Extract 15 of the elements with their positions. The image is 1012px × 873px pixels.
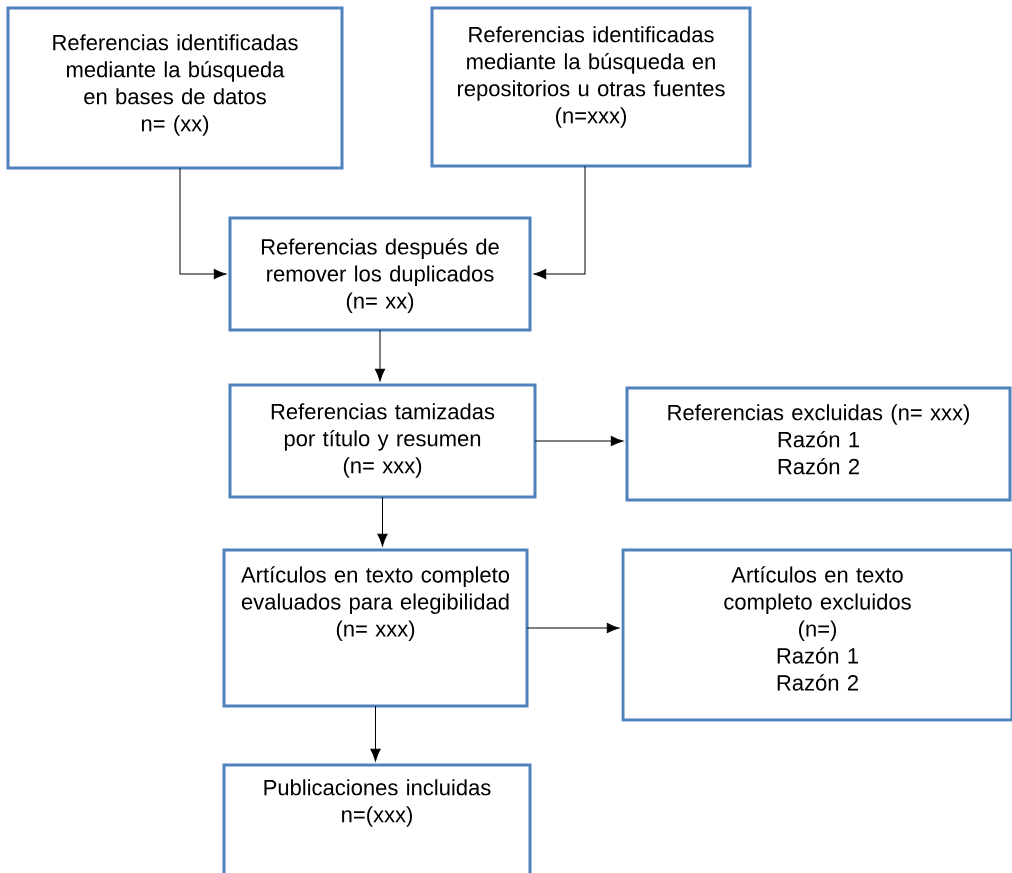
- process-box: Referencias después de remover los duplicados (n= xx): [228, 216, 532, 332]
- process-box: Referencias identificadas mediante la búsqueda en repositorios u otras fuentes (n=xxx): [430, 6, 752, 168]
- process-box: Artículos en texto completo excluidos (n=) Razón 1 Razón 2: [621, 548, 1012, 722]
- process-box: Referencias excluidas (n= xxx) Razón 1 Razón 2: [625, 386, 1012, 502]
- arrow: [374, 329, 386, 382]
- arrow: [533, 165, 586, 280]
- arrow: [526, 622, 620, 634]
- arrow: [534, 435, 624, 447]
- process-box: Referencias tamizadas por título y resumen (n= xxx): [228, 383, 537, 499]
- process-box: Artículos en texto completo evaluados para elegibilidad (n= xxx): [222, 548, 529, 708]
- process-box: Referencias identificadas mediante la búsqueda en bases de datos n= (xx): [6, 6, 344, 170]
- arrow: [377, 496, 388, 547]
- arrow: [370, 705, 381, 762]
- arrow: [179, 167, 227, 280]
- process-box: Publicaciones incluidas n=(xxx): [222, 763, 532, 873]
